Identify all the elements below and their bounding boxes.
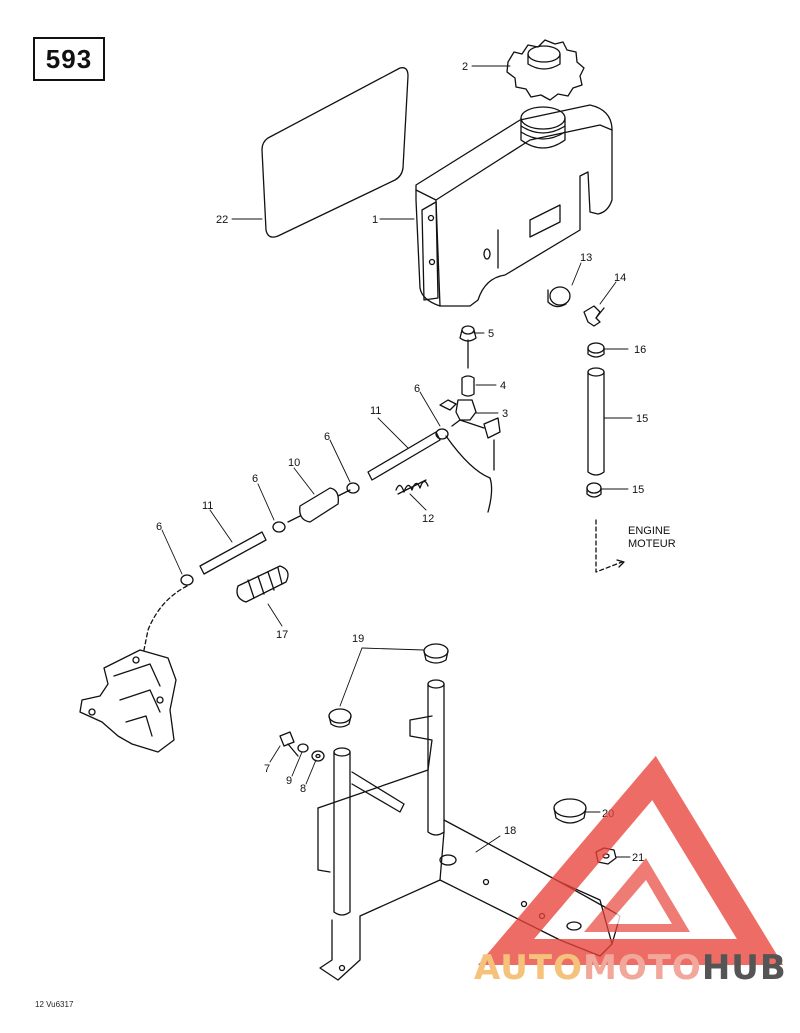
part-11-hose-upper (367, 431, 441, 481)
callout-6b: 6 (324, 431, 330, 443)
part-19-tube-caps (328, 643, 449, 728)
callout-10: 10 (288, 457, 300, 469)
part-16-clamp (587, 342, 605, 358)
callout-22: 22 (216, 214, 228, 226)
part-6-clamp-b (346, 482, 360, 494)
callout-13: 13 (580, 252, 592, 264)
callout-16: 16 (634, 344, 646, 356)
callout-15a: 15 (636, 413, 648, 425)
watermark-text-part1: AUTO (474, 948, 583, 988)
part-9-lock-washer (297, 743, 309, 753)
page-number: 593 (45, 43, 93, 74)
drawing-code: 12 Vu6317 (35, 1000, 74, 1009)
callout-14: 14 (614, 272, 626, 284)
part-15-hose (587, 367, 605, 476)
part-7-bolt (279, 731, 299, 757)
engine-label-line1: ENGINE (628, 525, 670, 537)
watermark-text: AUTOMOTOHUB (474, 948, 787, 988)
callout-6a: 6 (414, 383, 420, 395)
part-17-protective-sleeve (236, 565, 289, 603)
part-15-lower-clamp (586, 482, 602, 498)
part-10-fuel-filter (287, 487, 351, 523)
callout-6d: 6 (156, 521, 162, 533)
callout-2: 2 (462, 61, 468, 73)
callout-11a: 11 (370, 405, 381, 417)
part-5-valve (459, 325, 477, 369)
callout-8: 8 (300, 783, 306, 795)
part-6-clamp-d (180, 574, 194, 586)
watermark-text-part3: HUB (701, 948, 787, 988)
callout-18: 18 (504, 825, 516, 837)
part-13-grommet (547, 286, 571, 308)
part-4-inline-filter (461, 375, 475, 397)
part-2-fuel-cap (506, 39, 585, 101)
watermark-logo (477, 755, 784, 965)
callout-9: 9 (286, 775, 292, 787)
engine-label-line2: MOTEUR (628, 538, 676, 550)
callout-5: 5 (488, 328, 494, 340)
callout-leader-lines (161, 65, 633, 858)
callout-21: 21 (632, 852, 644, 864)
callout-1: 1 (372, 214, 378, 226)
carburetor-assembly (79, 649, 177, 753)
callout-4: 4 (500, 380, 506, 392)
callout-3: 3 (502, 408, 508, 420)
part-6-clamp-c (272, 521, 286, 533)
callout-12: 12 (422, 513, 434, 525)
callout-6c: 6 (252, 473, 258, 485)
callout-19: 19 (352, 633, 364, 645)
part-3-shutoff-valve (439, 399, 501, 513)
part-12-spring (395, 479, 429, 495)
watermark-text-part2: MOTO (582, 948, 702, 988)
part-18-support-bracket (317, 679, 621, 981)
page-number-box: 593 (33, 37, 105, 81)
part-22-panel (261, 67, 409, 238)
callout-15b: 15 (632, 484, 644, 496)
callout-numbers: 2 1 22 13 14 5 4 3 6 11 6 10 6 11 6 12 1… (156, 61, 676, 864)
part-11-hose-lower (199, 531, 267, 575)
part-1-fuel-tank (415, 104, 613, 307)
part-20-grommet (553, 798, 587, 824)
part-14-elbow-fitting (583, 305, 605, 327)
engine-arrow-head (616, 559, 625, 568)
callout-7: 7 (264, 763, 270, 775)
part-8-washer (311, 750, 325, 762)
engine-leader-line (595, 519, 623, 573)
part-6-clamp-a (435, 428, 449, 440)
callout-17: 17 (276, 629, 288, 641)
hose-route-dashed (143, 585, 188, 651)
callout-11b: 11 (202, 500, 213, 512)
